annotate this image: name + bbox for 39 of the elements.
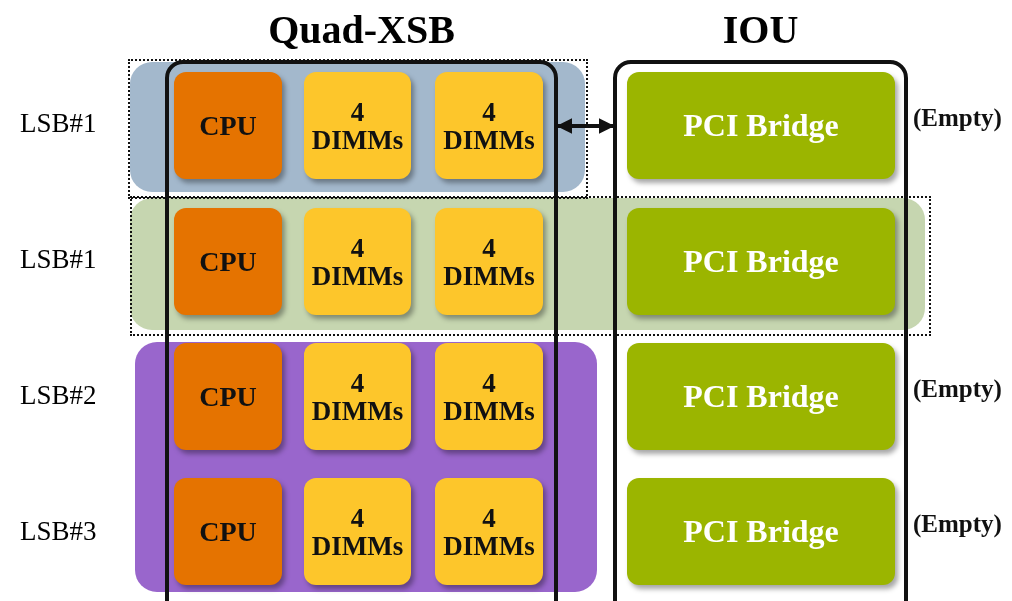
memory-block xyxy=(304,478,411,585)
block-label: 4 DIMMs xyxy=(310,233,405,290)
block-label: 4 DIMMs xyxy=(310,368,405,425)
memory-block xyxy=(304,208,411,315)
bridge-block xyxy=(627,208,895,315)
row-label: LSB#1 xyxy=(20,108,97,139)
block-label: 4 DIMMs xyxy=(442,233,536,290)
double-arrow xyxy=(556,118,615,134)
status-note: (Empty) xyxy=(913,104,1002,132)
cpu-block xyxy=(174,343,282,450)
block-label: CPU xyxy=(199,109,257,142)
block-label: CPU xyxy=(199,245,257,278)
cpu-block xyxy=(174,478,282,585)
block-label: PCI Bridge xyxy=(683,107,839,144)
memory-block xyxy=(435,208,543,315)
heading: Quad-XSB xyxy=(267,8,456,52)
row-label: LSB#2 xyxy=(20,380,97,411)
block-label: PCI Bridge xyxy=(683,513,839,550)
block-label: PCI Bridge xyxy=(683,243,839,280)
status-note: (Empty) xyxy=(913,510,1002,538)
row-label: LSB#1 xyxy=(20,244,97,275)
block-label: CPU xyxy=(199,380,257,413)
block-label: 4 DIMMs xyxy=(310,97,405,154)
memory-block xyxy=(304,343,411,450)
block-label: PCI Bridge xyxy=(683,378,839,415)
cpu-block xyxy=(174,208,282,315)
block-label: 4 DIMMs xyxy=(442,503,536,560)
cpu-block xyxy=(174,72,282,179)
heading: IOU xyxy=(721,8,800,52)
block-label: 4 DIMMs xyxy=(442,368,536,425)
block-label: 4 DIMMs xyxy=(442,97,536,154)
memory-block xyxy=(435,72,543,179)
memory-block xyxy=(304,72,411,179)
block-label: CPU xyxy=(199,515,257,548)
memory-block xyxy=(435,478,543,585)
memory-block xyxy=(435,343,543,450)
row-label: LSB#3 xyxy=(20,516,97,547)
block-label: 4 DIMMs xyxy=(310,503,405,560)
status-note: (Empty) xyxy=(913,375,1002,403)
